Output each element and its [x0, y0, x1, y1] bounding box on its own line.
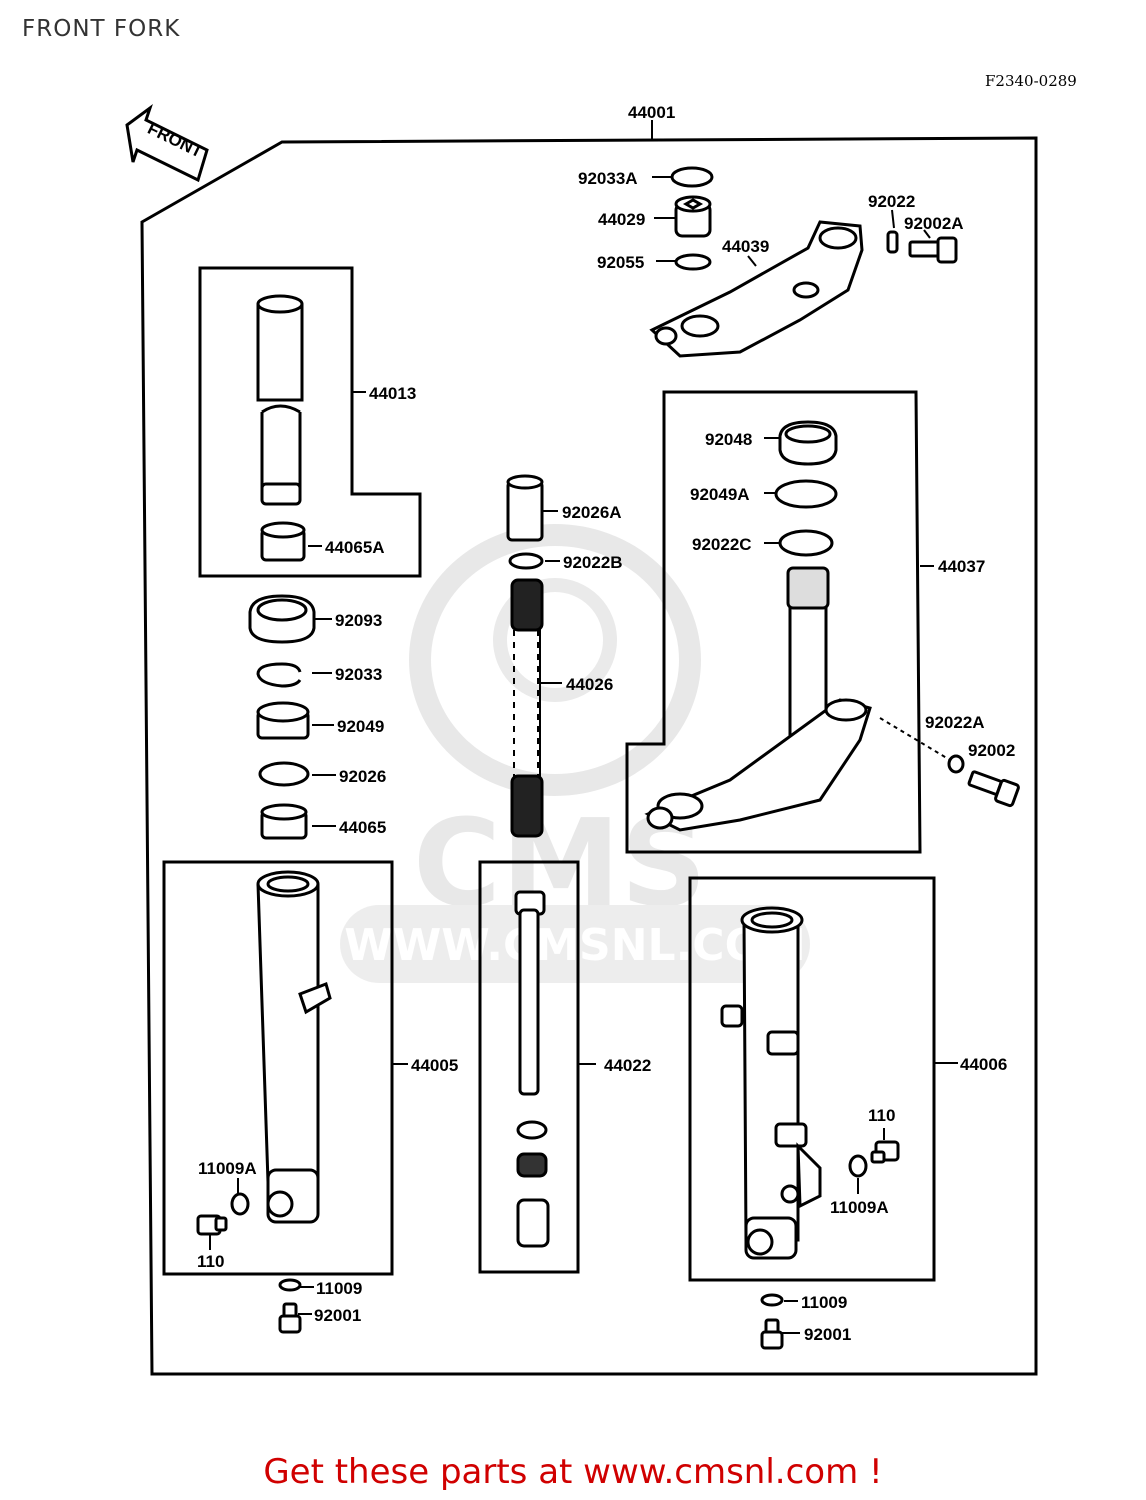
screw-92001-left	[278, 1302, 302, 1334]
box-44006	[688, 876, 936, 1282]
label-44039: 44039	[722, 237, 769, 256]
label-92022a: 92022A	[925, 713, 985, 732]
drain-bolt-110-right	[870, 1140, 900, 1164]
o-ring-92033a	[670, 166, 714, 188]
inner-tube-44013	[256, 294, 304, 506]
label-44001: 44001	[628, 103, 675, 122]
label-44065a: 44065A	[325, 538, 385, 557]
oil-seal-92049	[256, 701, 310, 740]
box-44013	[198, 266, 422, 578]
assembly-outline	[140, 136, 1038, 1376]
seal-92048	[778, 420, 838, 466]
washer-11009-right	[760, 1293, 784, 1307]
label-11009a-left: 11009A	[198, 1159, 257, 1178]
box-44005	[162, 860, 394, 1276]
leader-lines	[209, 176, 958, 1334]
label-11009a-right: 11009A	[830, 1198, 889, 1217]
label-44006: 44006	[960, 1055, 1007, 1074]
washer-11009a-left	[230, 1192, 250, 1216]
label-44013: 44013	[369, 384, 416, 403]
label-92001-right: 92001	[804, 1325, 851, 1344]
exploded-parts-diagram: CMS WWW.CMSNL.COM FRONT	[125, 103, 1038, 1376]
label-110-left: 110	[197, 1252, 224, 1271]
label-92048: 92048	[705, 430, 752, 449]
washer-92022a	[947, 754, 965, 774]
screw-92001-right	[760, 1318, 784, 1350]
label-92002: 92002	[968, 741, 1015, 760]
label-92001-left: 92001	[314, 1306, 361, 1325]
upper-bracket-44039	[649, 220, 864, 358]
label-92049a: 92049A	[690, 485, 750, 504]
label-92055: 92055	[597, 253, 644, 272]
label-92022b: 92022B	[563, 553, 623, 572]
outer-tube-44006	[720, 906, 822, 1260]
label-44029: 44029	[598, 210, 645, 229]
label-92033: 92033	[335, 665, 382, 684]
outer-tube-44005	[256, 870, 332, 1224]
washer-92049a	[774, 479, 838, 509]
label-92026: 92026	[339, 767, 386, 786]
bushing-44065a	[260, 521, 306, 562]
label-11009-left: 11009	[316, 1279, 362, 1298]
label-110-right: 110	[868, 1106, 895, 1125]
steering-stem-44037	[644, 566, 872, 832]
washer-92022c	[778, 529, 834, 557]
footer-link[interactable]: Get these parts at www.cmsnl.com !	[263, 1452, 883, 1492]
label-44005: 44005	[411, 1056, 458, 1075]
label-11009-right: 11009	[801, 1293, 847, 1312]
label-44026: 44026	[566, 675, 613, 694]
washer-92022b	[508, 552, 544, 570]
circlip-92033	[256, 662, 302, 688]
label-92026a: 92026A	[562, 503, 622, 522]
bolt-92002a	[908, 236, 958, 264]
label-44022: 44022	[604, 1056, 651, 1075]
label-92093: 92093	[335, 611, 382, 630]
dust-seal-92093	[248, 594, 316, 644]
label-92049: 92049	[337, 717, 384, 736]
watermark: CMS WWW.CMSNL.COM	[340, 524, 810, 983]
front-arrow-icon: FRONT	[125, 103, 209, 183]
part-labels: 44001 92033A 44029 92055 44039 92022 920…	[197, 103, 1015, 1344]
watermark-url: WWW.CMSNL.COM	[344, 920, 806, 971]
drain-bolt-110-left	[196, 1214, 228, 1236]
label-44065: 44065	[339, 818, 386, 837]
page-title: FRONT FORK	[22, 16, 181, 42]
bolt-92002	[967, 770, 1020, 808]
diagram-code: F2340-0289	[985, 72, 1077, 90]
cap-bolt-44029	[674, 195, 712, 238]
fork-spring-44026	[510, 578, 544, 838]
bushing-44065	[260, 803, 308, 840]
washer-92026	[258, 761, 310, 787]
collar-92026a	[506, 474, 544, 542]
label-92022c: 92022C	[692, 535, 752, 554]
box-44037	[625, 390, 922, 854]
box-44022	[478, 860, 580, 1274]
washer-11009a-right	[848, 1154, 868, 1178]
spring-washer-92022	[886, 230, 899, 254]
o-ring-92055	[674, 253, 712, 271]
washer-11009-left	[278, 1278, 302, 1292]
damper-rod-44022	[514, 890, 550, 1248]
label-92022: 92022	[868, 192, 915, 211]
label-92002a: 92002A	[904, 214, 964, 233]
label-92033a: 92033A	[578, 169, 638, 188]
label-44037: 44037	[938, 557, 985, 576]
